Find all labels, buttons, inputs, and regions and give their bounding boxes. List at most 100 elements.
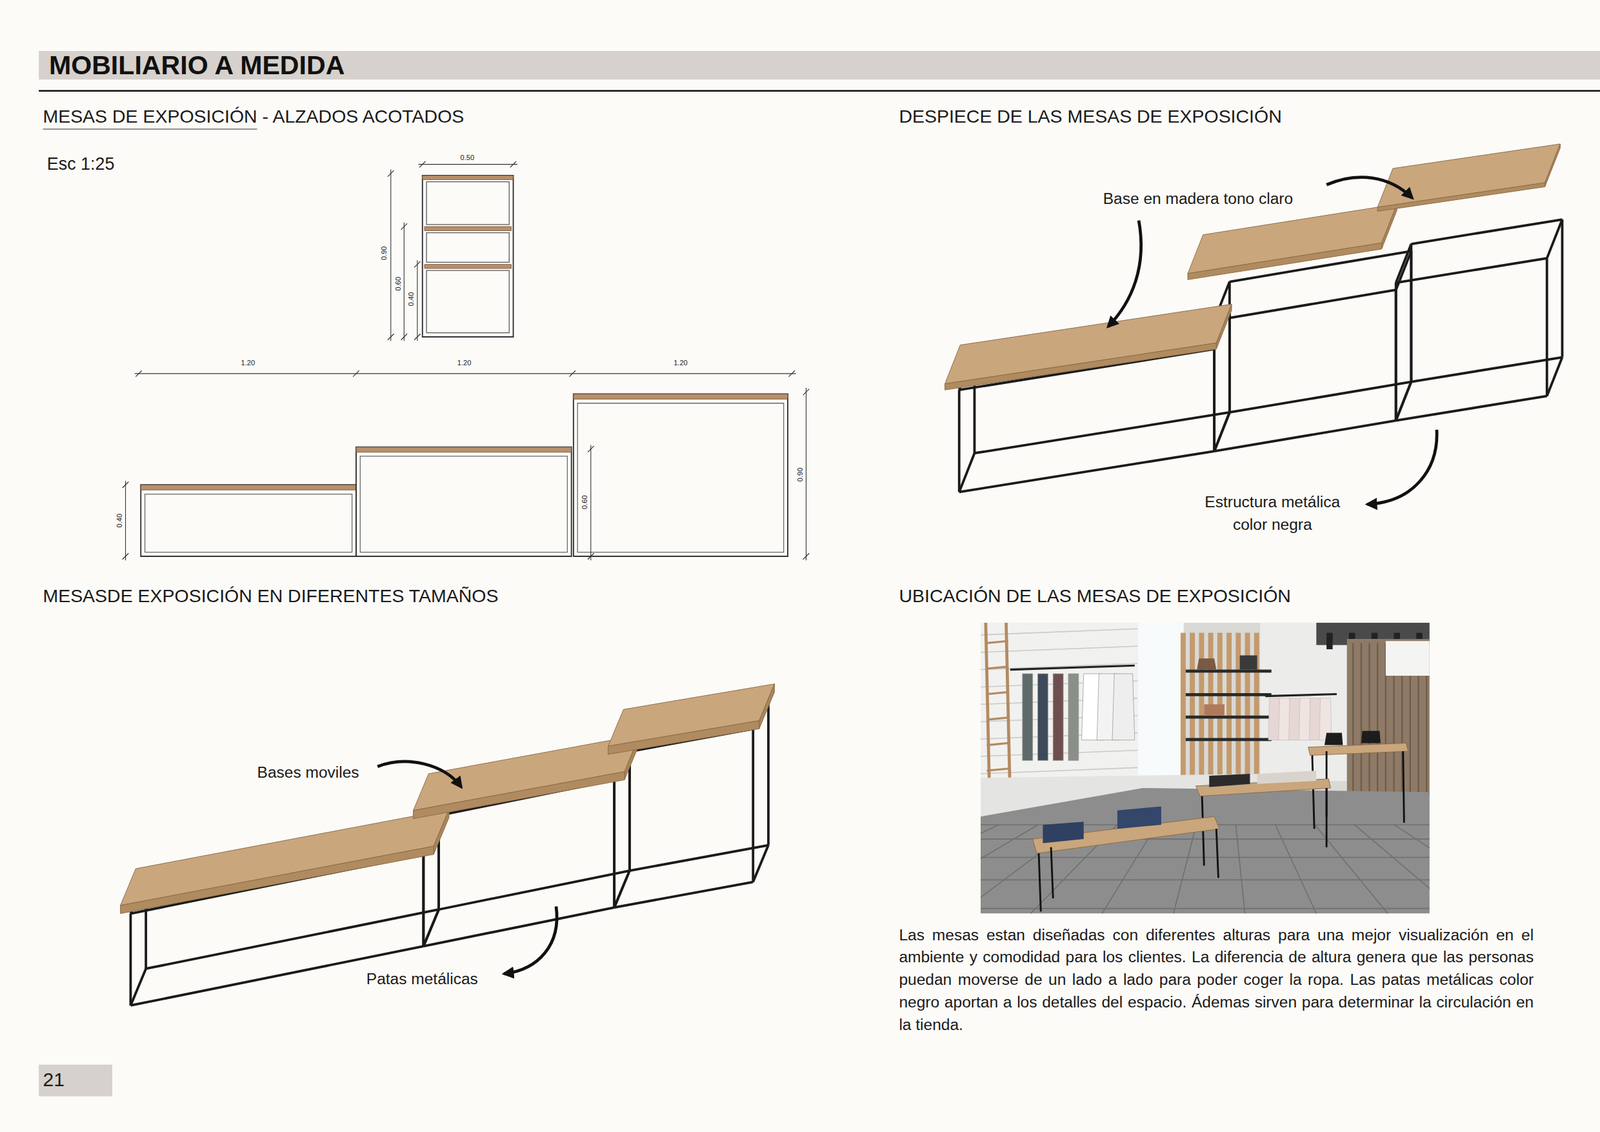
wall-slat (980, 645, 1139, 652)
scale-note: Esc 1:25 (47, 152, 115, 175)
plank-side (1216, 303, 1232, 350)
ladder-rung (986, 640, 1008, 643)
ladder-rung (986, 742, 1008, 745)
render-table-leg (1325, 787, 1328, 848)
inner-frame (577, 403, 784, 553)
tile-joint (1173, 824, 1197, 914)
metal-bar (423, 909, 439, 946)
dimension-line (403, 222, 405, 341)
callout-label: Estructura metálica color negra (1185, 490, 1360, 537)
plank-front (945, 342, 1217, 390)
wood-top (356, 447, 572, 453)
curtain-fold (1376, 642, 1379, 796)
elevation-drawing (122, 161, 810, 560)
wall-slat (980, 628, 1139, 635)
bag (1240, 654, 1258, 670)
callout-arrow (377, 761, 462, 787)
metal-bar (1547, 357, 1563, 397)
dimension-tick (122, 481, 129, 488)
shelf (1185, 692, 1272, 697)
plank-front (120, 845, 435, 913)
tables-perspective (120, 683, 775, 1006)
metal-bar (1396, 243, 1412, 283)
clothes-rail (1265, 694, 1337, 697)
shelf (1185, 715, 1272, 719)
metal-bar (1214, 289, 1397, 320)
wood-slat (1235, 632, 1241, 779)
metal-leg (958, 389, 961, 492)
metal-leg (129, 913, 133, 1006)
metal-bar (130, 968, 146, 1006)
dimension-tick (789, 370, 795, 377)
wood-plank (413, 734, 640, 819)
metal-leg (751, 728, 755, 882)
plank-front (608, 720, 760, 755)
tile-joint (1235, 824, 1245, 914)
dimension-tick (352, 370, 359, 377)
dimension: 1.20 (673, 358, 688, 368)
wood-slat (1180, 632, 1186, 779)
wood-slat (1198, 632, 1204, 779)
dimension-tick (414, 261, 420, 268)
metal-bar (1410, 219, 1562, 244)
metal-bar (959, 450, 1215, 492)
metal-bar (614, 881, 753, 908)
dimension-tick (401, 333, 408, 340)
callout-label: Base en madera tono claro (1103, 189, 1293, 209)
garment (1112, 673, 1135, 740)
wood-plank (608, 683, 775, 755)
wood-top (140, 484, 357, 490)
inner-frame (360, 456, 568, 553)
bag (1203, 703, 1225, 715)
dimension-tick (414, 333, 420, 340)
metal-bar (1396, 258, 1548, 283)
metal-leg (1228, 281, 1231, 413)
dimension-tick (803, 552, 810, 559)
section-heading: MESAS DE EXPOSICIÓN (42, 105, 257, 130)
metal-bar (423, 907, 615, 946)
shoes (1361, 730, 1381, 743)
metal-leg (1561, 219, 1564, 358)
metal-bar (1214, 412, 1230, 451)
page-number-box: 21 (38, 1064, 113, 1097)
dimension-tick (387, 333, 394, 340)
side-frame (422, 175, 514, 337)
plank-side (759, 683, 775, 730)
spot-light (1326, 632, 1333, 650)
curtain (1347, 638, 1430, 797)
metal-frame (1396, 219, 1563, 421)
title-rule (38, 90, 1600, 93)
dimension: 1.20 (457, 358, 472, 368)
wood-slat (1189, 632, 1195, 779)
wood-top (422, 175, 514, 180)
dimension: 0.90 (795, 467, 805, 482)
wood-shelf (424, 264, 511, 269)
tile-joint (980, 824, 999, 914)
floor (980, 787, 1430, 914)
clothes-rail (1010, 665, 1135, 670)
dimension-tick (135, 370, 142, 377)
dimension: 0.60 (392, 276, 402, 291)
folded-jeans (1042, 821, 1084, 843)
dimension-line (134, 372, 797, 374)
store-render (980, 622, 1430, 914)
metal-bar (145, 909, 439, 969)
plank-side (1545, 143, 1561, 187)
sign-board (1385, 640, 1430, 676)
wood-shelf (424, 226, 511, 231)
dimension-tick (803, 389, 810, 395)
wall-slat (980, 767, 1139, 773)
shelf (1185, 738, 1272, 742)
render-table-leg (1216, 828, 1219, 878)
wood-top (573, 394, 788, 400)
metal-leg (1545, 258, 1549, 397)
folded-shirts (1257, 770, 1317, 784)
render-table-leg (1403, 750, 1405, 823)
metal-bar (1410, 357, 1562, 382)
metal-frame (1214, 250, 1411, 451)
dimension-line (418, 163, 517, 165)
dimension-line (125, 480, 126, 560)
section-heading: - ALZADOS ACOTADOS (262, 105, 465, 129)
dimension-tick (569, 370, 576, 377)
garment (1068, 673, 1079, 760)
